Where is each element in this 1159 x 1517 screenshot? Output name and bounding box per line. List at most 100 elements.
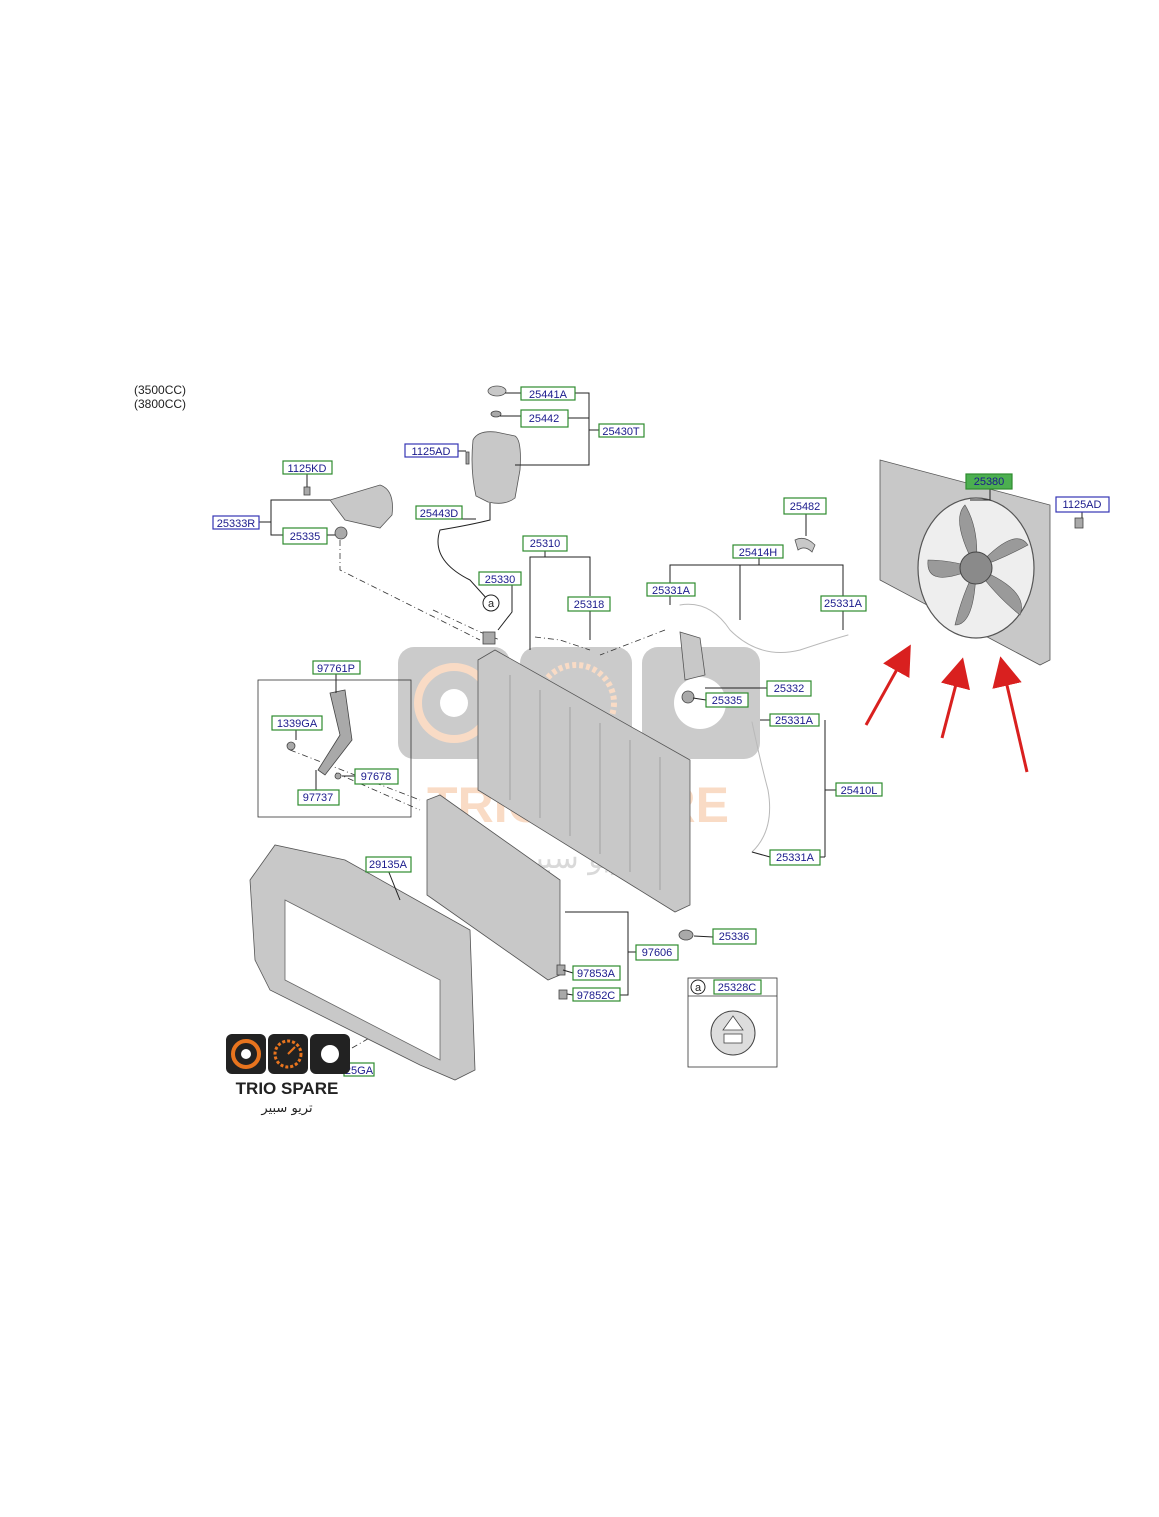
- svg-text:97606: 97606: [642, 947, 673, 959]
- callout-25331a-lower-upper[interactable]: 25331A: [769, 713, 820, 727]
- fan-motor-shape: [959, 551, 993, 585]
- callout-25441a[interactable]: 25441A: [520, 386, 576, 401]
- gasket-25335-shape: [681, 690, 695, 704]
- svg-text:25336: 25336: [719, 931, 750, 943]
- bolt-1125kd-shape: [303, 486, 311, 496]
- radiator-core-shape: [477, 649, 691, 913]
- callout-25482[interactable]: 25482: [783, 497, 827, 515]
- clip-25482-shape: [794, 537, 816, 553]
- svg-text:25335: 25335: [712, 695, 743, 707]
- harness-bracket-shape: [317, 689, 353, 776]
- svg-text:25410L: 25410L: [841, 785, 878, 797]
- ref-circle-a-detail: a: [690, 979, 706, 995]
- grommet-shape: [334, 526, 348, 540]
- callout-97852c[interactable]: 97852C: [572, 987, 621, 1002]
- svg-text:97678: 97678: [361, 771, 392, 783]
- red-arrow-left: [864, 644, 911, 726]
- svg-text:97852C: 97852C: [577, 990, 616, 1002]
- detail-box-97761p: [257, 679, 412, 818]
- overflow-hose-shape: [437, 503, 491, 601]
- logo-gauge-icon: [273, 1039, 303, 1069]
- callout-25330[interactable]: 25330: [478, 571, 522, 586]
- mount-25336-shape: [678, 929, 694, 941]
- callout-25414h[interactable]: 25414H: [732, 544, 784, 559]
- svg-text:97737: 97737: [303, 792, 334, 804]
- svg-text:97853A: 97853A: [577, 968, 616, 980]
- callout-29135a[interactable]: 29135A: [365, 856, 412, 873]
- callout-25443d[interactable]: 25443D: [415, 505, 463, 520]
- highlight-arrows: [864, 644, 1029, 773]
- svg-text:25331A: 25331A: [775, 715, 814, 727]
- svg-text:1125AD: 1125AD: [412, 446, 451, 458]
- logo-brand-text: TRIO SPARE: [236, 1079, 339, 1098]
- callout-25332[interactable]: 25332: [766, 680, 812, 697]
- callout-1339ga[interactable]: 1339GA: [271, 715, 323, 731]
- svg-text:a: a: [488, 598, 495, 610]
- svg-text:25331A: 25331A: [776, 852, 815, 864]
- logo-arabic-text: تريو سبير: [260, 1101, 313, 1116]
- callout-25333r[interactable]: 25333R: [212, 515, 260, 530]
- callout-1125ad-right[interactable]: 1125AD: [1055, 496, 1110, 513]
- svg-text:25330: 25330: [485, 574, 516, 586]
- variant-label-3500cc: (3500CC): [134, 383, 187, 397]
- callout-25380-highlighted[interactable]: 25380: [965, 473, 1013, 490]
- seal-shape: [490, 410, 502, 418]
- svg-text:25442: 25442: [529, 413, 560, 425]
- svg-text:25318: 25318: [574, 599, 605, 611]
- svg-text:25441A: 25441A: [529, 389, 568, 401]
- svg-text:25482: 25482: [790, 501, 821, 513]
- callout-25331a-lower[interactable]: 25331A: [769, 849, 821, 866]
- callout-97678[interactable]: 97678: [354, 768, 399, 785]
- svg-text:1125KD: 1125KD: [288, 463, 327, 475]
- svg-text:97761P: 97761P: [317, 663, 355, 675]
- svg-text:25414H: 25414H: [739, 547, 778, 559]
- ref-circle-a-main: a: [482, 594, 500, 612]
- callout-25ga-partial[interactable]: 25GA: [343, 1062, 375, 1077]
- red-arrow-right: [992, 656, 1029, 773]
- callout-97761p[interactable]: 97761P: [312, 660, 361, 675]
- callout-25335-right[interactable]: 25335: [705, 692, 749, 708]
- svg-text:25430T: 25430T: [602, 426, 640, 438]
- carrier-opening-shape: [284, 899, 441, 1061]
- callout-1125kd[interactable]: 1125KD: [282, 460, 333, 475]
- leader-lines: [259, 392, 1083, 996]
- callout-97853a[interactable]: 97853A: [572, 965, 621, 981]
- svg-text:25332: 25332: [774, 683, 805, 695]
- clip-1339ga-shape: [286, 741, 296, 751]
- svg-text:25328C: 25328C: [718, 982, 757, 994]
- callout-25336[interactable]: 25336: [712, 928, 757, 945]
- svg-text:1125AD: 1125AD: [1063, 499, 1102, 511]
- trio-spare-logo: TRIO SPARE تريو سبير: [226, 1034, 350, 1116]
- svg-text:25GA: 25GA: [345, 1065, 374, 1077]
- svg-text:25333R: 25333R: [217, 518, 256, 530]
- bolt-1125ad-right-shape: [1074, 517, 1084, 529]
- svg-text:25310: 25310: [530, 538, 561, 550]
- bolt-1125ad-shape: [465, 451, 470, 465]
- warning-label-shape: [710, 1010, 756, 1056]
- logo-disc-icon: [231, 1039, 261, 1069]
- callout-1125ad-top[interactable]: 1125AD: [404, 443, 459, 458]
- thermostat-housing-shape: [679, 631, 706, 681]
- callout-25442[interactable]: 25442: [520, 409, 569, 428]
- reservoir-cap-shape: [487, 385, 507, 397]
- reservoir-shape: [471, 431, 521, 504]
- svg-text:25331A: 25331A: [824, 598, 863, 610]
- variant-label-3800cc: (3800CC): [134, 397, 187, 411]
- callout-97606[interactable]: 97606: [635, 944, 679, 961]
- callout-25335-left[interactable]: 25335: [282, 527, 328, 545]
- callout-25331a-upper-right[interactable]: 25331A: [820, 595, 867, 612]
- logo-engine-icon: [321, 1045, 339, 1063]
- callout-25318[interactable]: 25318: [567, 596, 611, 612]
- callout-25328c[interactable]: 25328C: [713, 979, 762, 995]
- svg-text:1339GA: 1339GA: [277, 718, 318, 730]
- callout-97737[interactable]: 97737: [297, 789, 340, 806]
- callout-25410l[interactable]: 25410L: [835, 782, 883, 797]
- callout-25331a-upper-left[interactable]: 25331A: [646, 582, 696, 597]
- callout-25430t[interactable]: 25430T: [598, 423, 645, 438]
- callouts: 25441A 25442 25430T 1125AD 1125KD 25333R…: [212, 386, 1110, 1077]
- red-arrow-middle: [940, 657, 970, 739]
- clip-97678-shape: [334, 772, 342, 780]
- callout-25310[interactable]: 25310: [522, 535, 568, 552]
- radiator-cap-shape: [482, 631, 496, 645]
